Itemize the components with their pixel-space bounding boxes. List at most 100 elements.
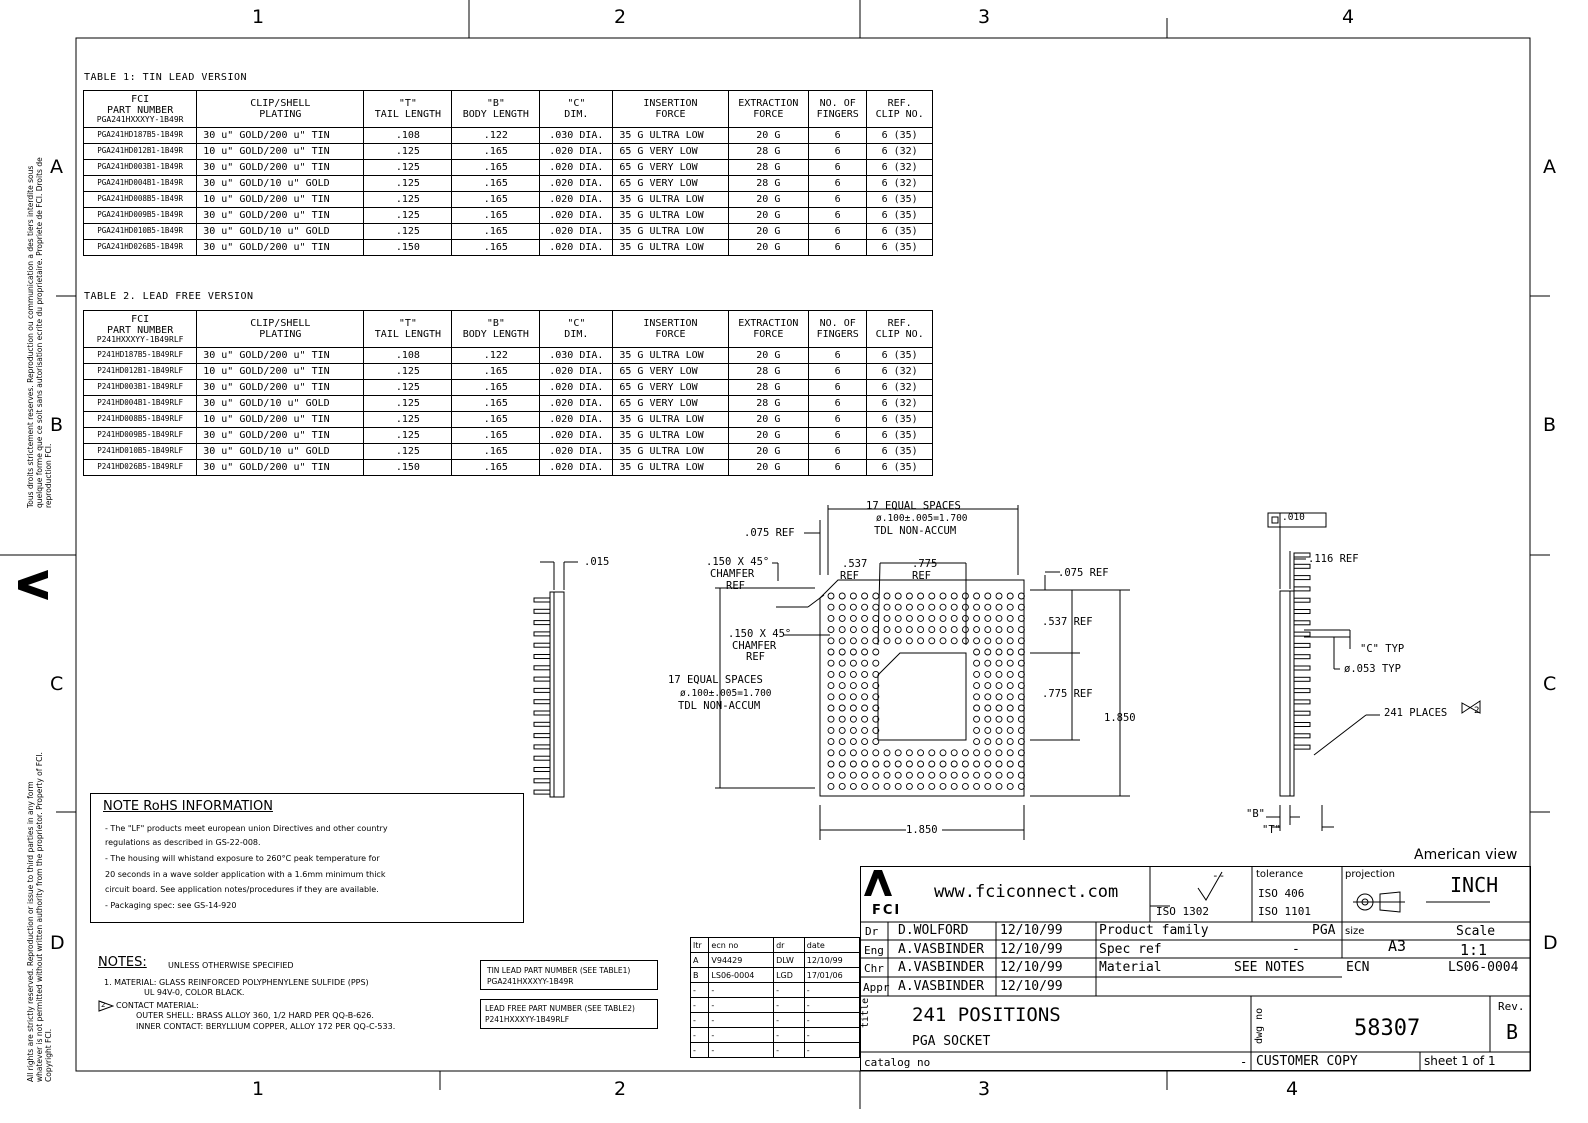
pin-hole — [861, 626, 869, 634]
table-cell: 30 u" GOLD/10 u" GOLD — [196, 443, 365, 460]
pin-hole — [838, 726, 846, 734]
pin-hole — [984, 626, 992, 634]
pin-hole — [995, 749, 1003, 757]
catalog-label: catalog no — [864, 1056, 931, 1069]
fci-logo-icon — [864, 870, 892, 896]
pin-hole — [973, 659, 981, 667]
pin-hole — [961, 614, 969, 622]
pin-hole — [939, 760, 947, 768]
table-cell: 10 u" GOLD/200 u" TIN — [196, 191, 365, 208]
pin-hole — [984, 603, 992, 611]
zone-col-3-top: 3 — [978, 6, 991, 28]
pin-hole — [872, 682, 880, 690]
customer-copy: CUSTOMER COPY — [1256, 1054, 1358, 1069]
pin-hole — [917, 614, 925, 622]
table-cell: .125 — [363, 159, 453, 176]
table-cell: 35 G ULTRA LOW — [612, 191, 729, 208]
zone-row-c-left: C — [50, 673, 64, 695]
table-cell: 35 G ULTRA LOW — [612, 239, 729, 256]
table-cell: 6 (32) — [866, 363, 933, 380]
dim-17-spaces-top-2: ø.100±.005=1.700 — [876, 513, 968, 524]
pin-hole — [894, 603, 902, 611]
contact-pin — [1293, 688, 1311, 694]
pin-hole — [973, 726, 981, 734]
pin-hole — [838, 614, 846, 622]
table-cell: 6 — [808, 427, 868, 444]
dim-chamfer-2: CHAMFER — [710, 568, 755, 580]
pin-hole — [849, 592, 857, 600]
pin-hole — [827, 626, 835, 634]
contact-pin — [533, 654, 551, 659]
contact-pin — [533, 767, 551, 772]
table-cell: P241HD026B5-1B49RLF — [82, 459, 198, 476]
pin-hole — [1017, 726, 1025, 734]
pin-hole — [1006, 738, 1014, 746]
dim-775-ref-right: .775 REF — [1042, 688, 1093, 700]
table-cell: 28 G — [727, 143, 810, 160]
flatness-010: .010 — [1282, 512, 1305, 523]
ecn-cell: - — [773, 1012, 805, 1028]
table-cell: .125 — [363, 443, 453, 460]
pin-hole — [861, 749, 869, 757]
pin-hole — [849, 726, 857, 734]
pin-hole — [849, 648, 857, 656]
catalog-value: - — [1240, 1055, 1248, 1069]
pin-hole — [849, 693, 857, 701]
pin-hole — [838, 749, 846, 757]
chr-date: 12/10/99 — [1000, 960, 1063, 975]
table-cell: .165 — [451, 159, 541, 176]
note-2b: OUTER SHELL: BRASS ALLOY 360, 1/2 HARD P… — [136, 1011, 374, 1020]
pin-hole — [973, 715, 981, 723]
table-cell: 6 (35) — [866, 223, 933, 240]
pin-hole — [984, 670, 992, 678]
dim-17-spaces-left-1: 17 EQUAL SPACES — [668, 674, 763, 686]
ecn-cell: - — [708, 1042, 775, 1058]
pin-hole — [872, 693, 880, 701]
drawing-title-2: PGA SOCKET — [912, 1034, 991, 1049]
ecn-cell: - — [708, 1027, 775, 1043]
table-cell: .125 — [363, 175, 453, 192]
pin-hole — [973, 704, 981, 712]
table-cell: PGA241HD009B5-1B49R — [82, 207, 198, 224]
pin-hole — [995, 726, 1003, 734]
pin-hole — [928, 614, 936, 622]
top-view-drawing — [715, 505, 1130, 840]
eng-name: A.VASBINDER — [898, 942, 985, 957]
pin-hole — [1006, 659, 1014, 667]
pin-hole — [849, 738, 857, 746]
pin-hole — [973, 670, 981, 678]
tin-part-label: TIN LEAD PART NUMBER (SEE TABLE1) — [487, 966, 631, 975]
table-cell: .165 — [451, 239, 541, 256]
table-cell: 6 (35) — [866, 347, 933, 364]
ecn-cell: - — [773, 997, 805, 1013]
ecn-cell: 12/10/99 — [803, 952, 861, 968]
pin-hole — [917, 603, 925, 611]
table-cell: 20 G — [727, 347, 810, 364]
pin-hole — [861, 648, 869, 656]
table-cell: P241HD010B5-1B49RLF — [82, 443, 198, 460]
surface-dash: -- — [1212, 869, 1226, 882]
pin-hole — [984, 771, 992, 779]
pin-hole — [928, 592, 936, 600]
eng-label: Eng — [864, 944, 884, 957]
pin-hole — [928, 782, 936, 790]
pin-hole — [861, 592, 869, 600]
table-cell: 6 (32) — [866, 175, 933, 192]
table-cell: P241HD003B1-1B49RLF — [82, 379, 198, 396]
pin-hole — [861, 738, 869, 746]
pin-hole — [827, 670, 835, 678]
pin-hole — [961, 592, 969, 600]
dim-17-spaces-top-3: TDL NON-ACCUM — [874, 525, 957, 537]
pin-hole — [1006, 726, 1014, 734]
pin-hole — [984, 738, 992, 746]
pin-hole — [1017, 637, 1025, 645]
pin-hole — [838, 693, 846, 701]
pin-hole — [827, 592, 835, 600]
pin-hole — [1006, 693, 1014, 701]
pin-hole — [995, 771, 1003, 779]
table-cell: .020 DIA. — [539, 443, 614, 460]
